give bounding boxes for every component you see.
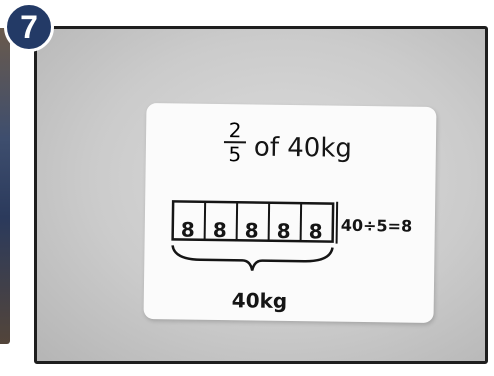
bar-end-tick xyxy=(337,202,338,244)
division-equation: 40÷5=8 xyxy=(341,216,413,236)
bar-value: 8 xyxy=(269,219,299,243)
brace xyxy=(172,245,332,271)
bar-value: 8 xyxy=(205,218,235,242)
problem-text: of 40kg xyxy=(254,132,352,163)
fraction: 2 5 xyxy=(224,120,247,164)
mini-whiteboard: 2 5 of 40kg 8 8 8 8 8 40÷5=8 40kg xyxy=(144,103,437,323)
fraction-denominator: 5 xyxy=(224,144,246,164)
bar-value: 8 xyxy=(237,218,267,242)
bar-value: 8 xyxy=(173,217,203,241)
fraction-numerator: 2 xyxy=(224,120,246,140)
step-number-badge: 7 xyxy=(4,2,54,52)
bar-value: 8 xyxy=(301,219,331,243)
total-label: 40kg xyxy=(232,288,288,313)
photo-frame: 2 5 of 40kg 8 8 8 8 8 40÷5=8 40kg xyxy=(34,26,488,364)
adjacent-photo-edge xyxy=(0,28,10,344)
